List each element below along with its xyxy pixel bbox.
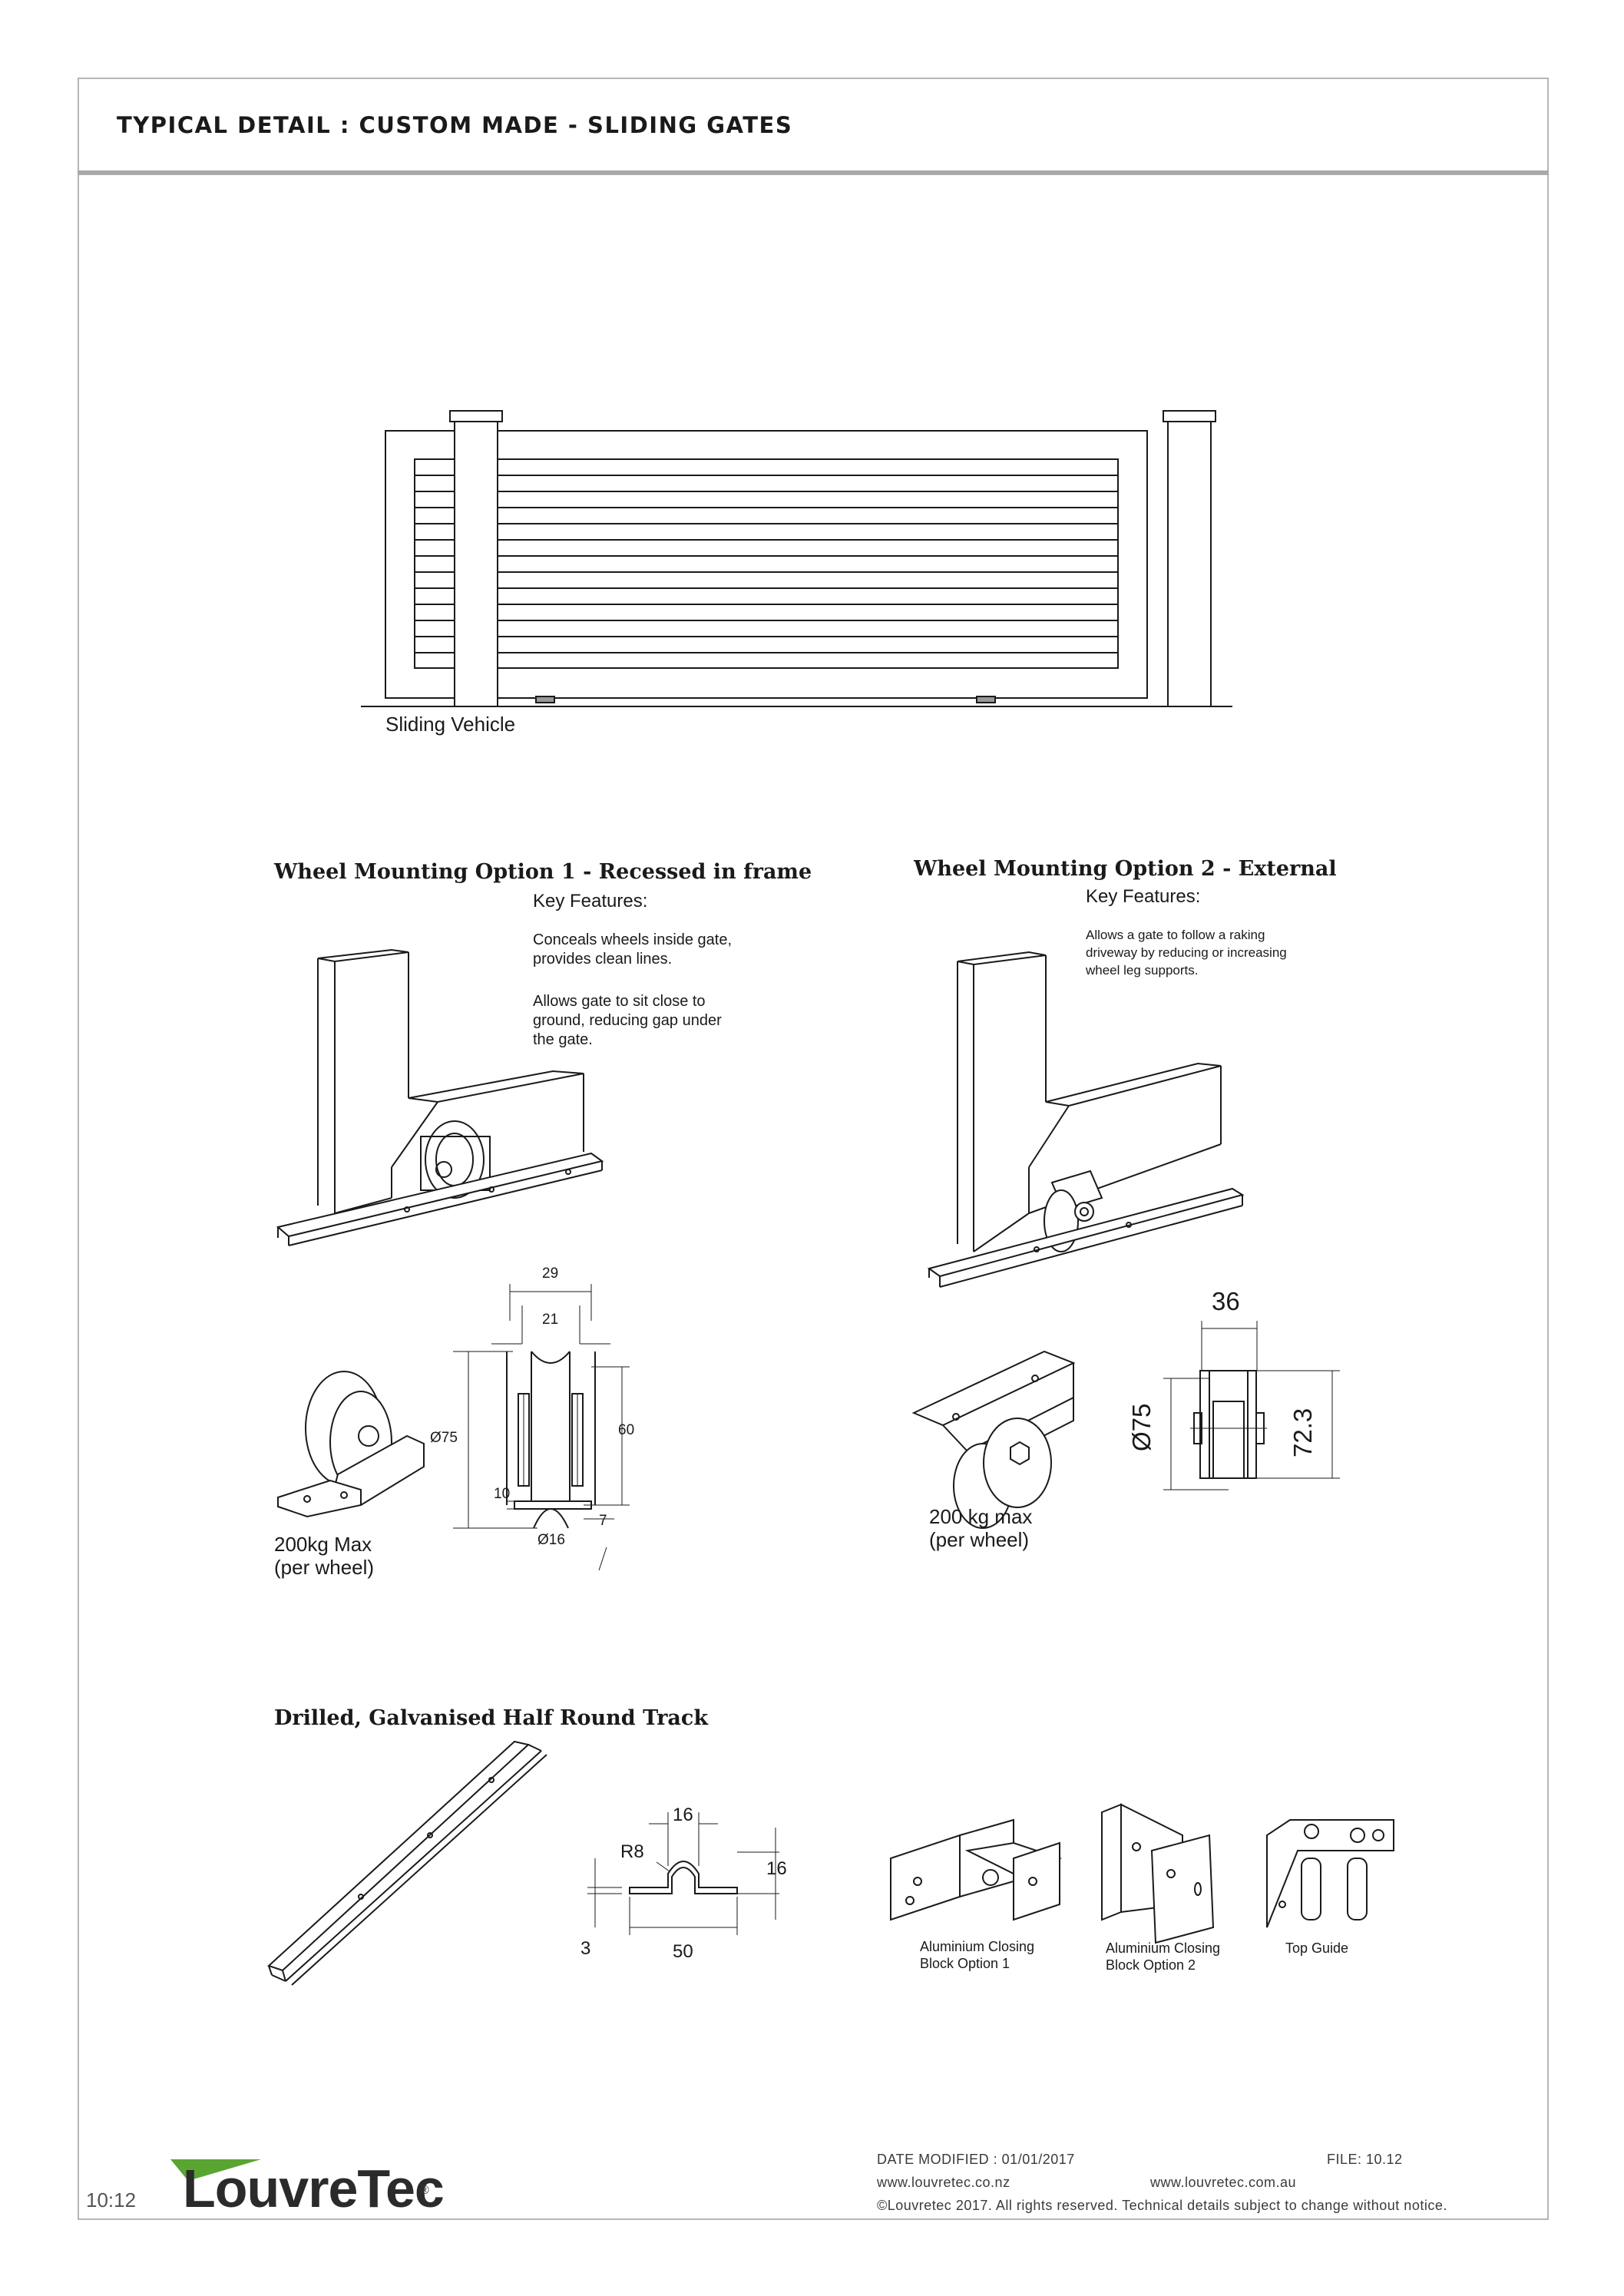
page-number: 10:12 — [86, 2188, 137, 2212]
block2-label-2: Block Option 2 — [1106, 1957, 1196, 1973]
dim-29: 29 — [542, 1265, 559, 1282]
option2-key-label: Key Features: — [1086, 886, 1201, 907]
option2-load-2: (per wheel) — [929, 1528, 1030, 1551]
url-nz[interactable]: www.louvretec.co.nz — [877, 2175, 1010, 2190]
option1-wheel-iso-drawing — [277, 1371, 425, 1518]
option1-feature-2: Allows gate to sit close to ground, redu… — [533, 993, 722, 1048]
dim-7: 7 — [599, 1513, 607, 1529]
dim-72-3: 72.3 — [1288, 1408, 1317, 1457]
block1-label-1: Aluminium Closing — [920, 1939, 1035, 1954]
dim-36: 36 — [1212, 1287, 1240, 1315]
option1-load-2: (per wheel) — [274, 1556, 375, 1579]
closing-block-option1-drawing — [890, 1818, 1063, 1921]
page-frame — [78, 78, 1549, 2220]
option2-wheel-iso-drawing — [911, 1350, 1076, 1529]
dim-dia75-opt1: Ø75 — [430, 1430, 458, 1446]
gate-elevation-drawing — [361, 410, 1232, 707]
option1-key-label: Key Features: — [533, 891, 648, 911]
option1-isometric-drawing — [276, 948, 604, 1246]
dim-10: 10 — [494, 1486, 511, 1502]
option2-wheel-section-drawing — [1163, 1321, 1340, 1490]
option1-title: Wheel Mounting Option 1 - Recessed in fr… — [274, 860, 812, 884]
dim-track-16-height: 16 — [766, 1858, 787, 1879]
option1-load-1: 200kg Max — [274, 1533, 372, 1556]
gate-caption: Sliding Vehicle — [385, 713, 516, 736]
copyright: ©Louvretec 2017. All rights reserved. Te… — [877, 2198, 1447, 2213]
dim-track-r8: R8 — [620, 1841, 644, 1862]
top-guide-label: Top Guide — [1285, 1940, 1349, 1956]
track-isometric-drawing — [267, 1740, 547, 1986]
dim-dia75-opt2: Ø75 — [1127, 1403, 1156, 1451]
louvretec-logo-mark — [170, 2159, 261, 2181]
file-ref: FILE: 10.12 — [1327, 2152, 1403, 2167]
url-au[interactable]: www.louvretec.com.au — [1150, 2175, 1297, 2190]
dim-track-50: 50 — [673, 1941, 693, 1962]
top-guide-drawing — [1266, 1819, 1394, 1928]
option2-load-1: 200 kg max — [929, 1505, 1033, 1528]
option1-feature-1: Conceals wheels inside gate, provides cl… — [533, 931, 733, 968]
page-title: TYPICAL DETAIL : CUSTOM MADE - SLIDING G… — [117, 112, 793, 138]
block2-label-1: Aluminium Closing — [1106, 1940, 1221, 1956]
track-profile-drawing — [587, 1812, 779, 1935]
option2-isometric-drawing — [927, 951, 1245, 1288]
option1-wheel-section-drawing — [453, 1284, 630, 1571]
registered-icon: ® — [420, 2184, 429, 2197]
header-rule — [78, 170, 1549, 175]
track-title: Drilled, Galvanised Half Round Track — [274, 1706, 709, 1730]
dim-60: 60 — [618, 1422, 635, 1438]
closing-block-option2-drawing — [1101, 1803, 1215, 1944]
block1-label-2: Block Option 1 — [920, 1956, 1010, 1971]
dim-21: 21 — [542, 1312, 559, 1328]
dim-track-3: 3 — [580, 1938, 591, 1959]
dim-dia16: Ø16 — [537, 1532, 565, 1548]
date-modified: DATE MODIFIED : 01/01/2017 — [877, 2152, 1075, 2167]
option2-title: Wheel Mounting Option 2 - External — [914, 857, 1337, 881]
brand-logo-text: LouvreTec — [183, 2159, 445, 2218]
dim-track-16-width: 16 — [673, 1805, 693, 1825]
option2-feature-1: Allows a gate to follow a raking drivewa… — [1086, 928, 1287, 978]
